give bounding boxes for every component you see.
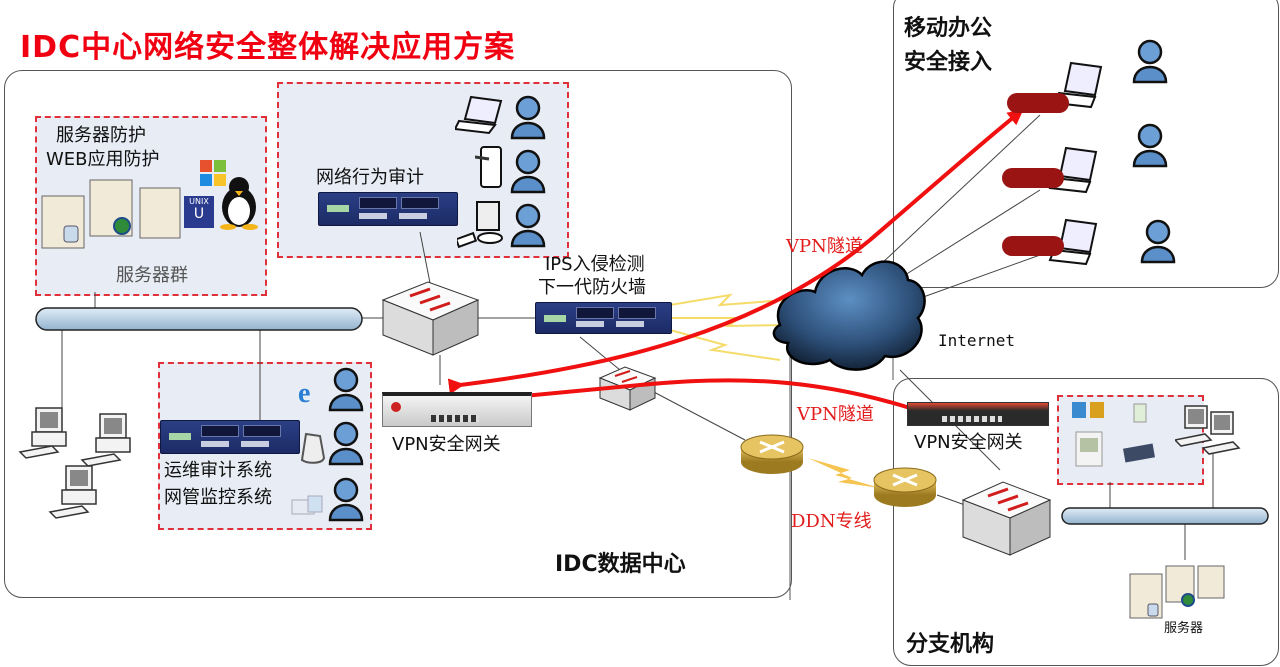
phone-icon xyxy=(300,432,326,464)
email-icon xyxy=(291,495,323,515)
core-switch xyxy=(381,281,480,356)
servers-caption: 服务器群 xyxy=(116,265,188,286)
workstations-icon xyxy=(18,407,131,519)
ops-audit-label-line1: 运维审计系统 xyxy=(164,460,272,481)
idc-lan-bus xyxy=(35,307,363,331)
branch-zone-label: 分支机构 xyxy=(906,632,995,657)
user-icon xyxy=(328,367,364,412)
servers-label-line1: 服务器防护 xyxy=(56,125,146,146)
behavior-audit-label: 网络行为审计 xyxy=(316,167,424,188)
vpn-tunnel-mobile xyxy=(447,109,1024,395)
user-icon xyxy=(328,477,364,522)
servers-label-line2: WEB应用防护 xyxy=(46,149,160,170)
internet-label: Internet xyxy=(938,331,1016,350)
tablet-icon xyxy=(475,146,502,188)
vpn-gateway-idc[interactable] xyxy=(382,392,532,427)
windows-icon xyxy=(198,158,228,188)
internet-cloud xyxy=(772,260,926,371)
vpn-tunnel-branch-label: VPN隧道 xyxy=(797,404,874,425)
desktop-icon xyxy=(457,201,503,249)
branch-servers-label: 服务器 xyxy=(1164,621,1204,636)
mobile-zone-label-line2: 安全接入 xyxy=(904,50,993,75)
idc-zone-label: IDC数据中心 xyxy=(555,552,686,577)
idc-router xyxy=(740,434,804,474)
vpn-gateway-branch[interactable] xyxy=(907,402,1049,426)
ops-audit-label-line2: 网管监控系统 xyxy=(164,487,272,508)
diagram-title: IDC中心网络安全整体解决应用方案 xyxy=(20,30,516,65)
vpn-gateway-branch-label: VPN安全网关 xyxy=(914,432,1023,453)
user-icon xyxy=(510,149,546,194)
ips-firewall-appliance[interactable] xyxy=(535,302,672,334)
usb-key-laptop-icon xyxy=(1002,146,1098,194)
branch-router xyxy=(873,467,937,507)
user-icon xyxy=(328,421,364,466)
behavior-audit-appliance[interactable] xyxy=(318,192,458,226)
server-towers-icon xyxy=(41,179,181,249)
user-icon xyxy=(510,203,546,248)
laptop-icon xyxy=(455,95,503,135)
branch-servers-icon xyxy=(1129,565,1225,619)
ddn-bolt xyxy=(808,458,880,488)
mobile-user-icon xyxy=(1140,219,1176,264)
branch-lan-bus xyxy=(1061,507,1269,525)
vpn-tunnel-mobile-label: VPN隧道 xyxy=(786,236,863,257)
ips-label-line1: IPS入侵检测 xyxy=(545,254,645,275)
sensor-devices-icon xyxy=(1072,402,1155,467)
branch-workstations-icon xyxy=(1175,405,1241,455)
linux-penguin-icon xyxy=(220,177,258,230)
branch-switch xyxy=(961,481,1052,556)
ie-browser-icon: e xyxy=(298,378,311,409)
mobile-user-icon xyxy=(1132,39,1168,84)
ddn-line-label: DDN专线 xyxy=(791,511,872,532)
user-icon xyxy=(510,95,546,140)
mobile-zone-label-line1: 移动办公 xyxy=(904,16,993,41)
ops-audit-appliance[interactable] xyxy=(160,420,300,454)
usb-key-laptop-icon xyxy=(1002,218,1098,266)
usb-key-laptop-icon xyxy=(1007,61,1103,113)
mobile-user-icon xyxy=(1132,123,1168,168)
vpn-gateway-idc-label: VPN安全网关 xyxy=(392,434,501,455)
ips-label-line2: 下一代防火墙 xyxy=(538,277,646,298)
